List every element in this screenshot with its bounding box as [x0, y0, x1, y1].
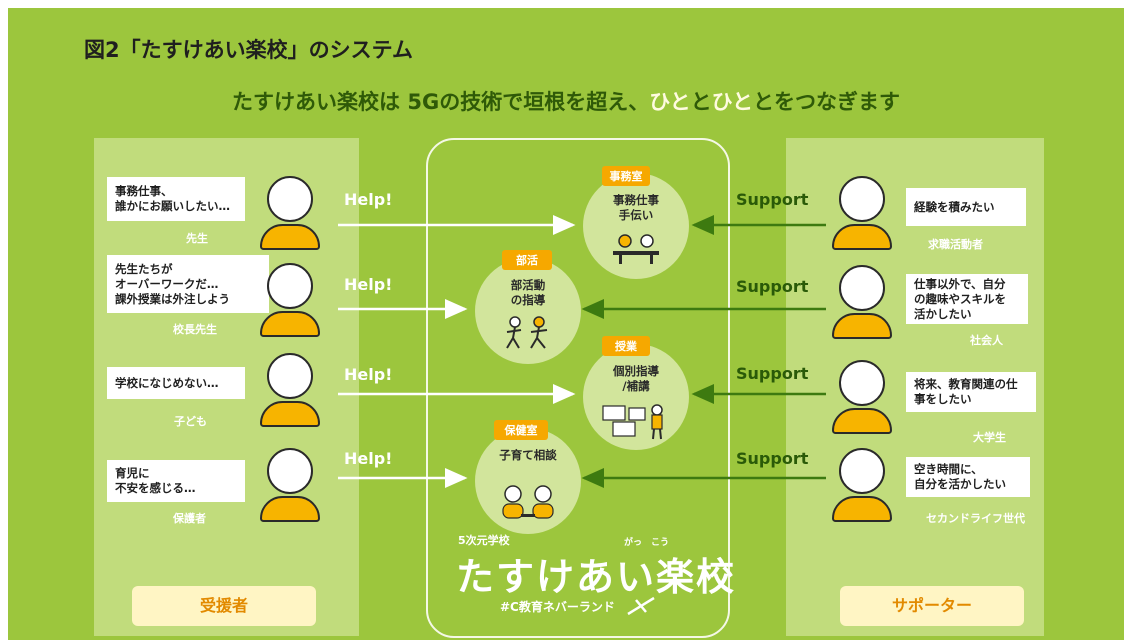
principal-figure-icon	[258, 263, 322, 339]
child-figure-icon	[258, 353, 322, 429]
senior-figure-icon	[830, 448, 894, 524]
service-circle-office: 事務仕事 手伝い	[583, 173, 689, 279]
job-seeker-figure-icon	[830, 176, 894, 252]
supporter-bubble-4: 空き時間に、 自分を活かしたい	[906, 457, 1030, 497]
desk-work-icon	[611, 231, 661, 265]
service-tag-office: 事務室	[602, 166, 650, 186]
recipient-bubble-3: 学校になじめない…	[107, 367, 245, 399]
arrows-layer	[338, 215, 826, 488]
supporter-role-2: 社会人	[970, 334, 1003, 347]
support-label-4: Support	[736, 449, 809, 468]
service-circle-club: 部活動 の指導	[475, 258, 581, 364]
service-text-office: 事務仕事 手伝い	[613, 193, 659, 222]
worker-figure-icon	[830, 265, 894, 341]
logo-subtitle: 5次元学校	[458, 534, 510, 547]
subtitle-highlight-2: ひと	[711, 90, 753, 114]
service-text-club: 部活動 の指導	[510, 278, 546, 307]
help-label-3: Help!	[344, 365, 393, 384]
support-label-3: Support	[736, 364, 809, 383]
help-label-1: Help!	[344, 190, 393, 209]
logo-ruby: がっ こう	[624, 538, 670, 548]
recipient-bubble-4: 育児に 不安を感じる…	[107, 460, 245, 502]
recipient-role-3: 子ども	[174, 415, 207, 428]
logo-title: たすけあい楽校	[456, 555, 737, 599]
teacher-figure-icon	[258, 176, 322, 252]
service-text-class: 個別指導 /補講	[613, 364, 659, 393]
recipient-role-1: 先生	[186, 232, 208, 245]
legend-supporters: サポーター	[840, 586, 1024, 626]
supporter-bubble-1: 経験を積みたい	[906, 188, 1026, 226]
counseling-figures-icon	[497, 484, 559, 522]
parent-figure-icon	[258, 448, 322, 524]
recipient-role-2: 校長先生	[173, 323, 217, 336]
running-figures-icon	[501, 316, 555, 350]
supporter-role-4: セカンドライフ世代	[926, 512, 1025, 525]
subtitle: たすけあい楽校は 5Gの技術で垣根を超え、ひととひととをつなぎます	[8, 86, 1124, 116]
recipient-bubble-2: 先生たちが オーバーワークだ… 課外授業は外注しよう	[107, 255, 269, 313]
subtitle-mid: と	[690, 90, 712, 114]
subtitle-part-2: とをつなぎます	[752, 90, 900, 114]
recipient-bubble-1: 事務仕事、 誰かにお願いしたい…	[107, 177, 245, 221]
recipient-role-4: 保護者	[173, 512, 206, 525]
figure-title: 図2「たすけあい楽校」のシステム	[84, 38, 413, 62]
help-label-4: Help!	[344, 449, 393, 468]
figure-canvas: 図2「たすけあい楽校」のシステム たすけあい楽校は 5Gの技術で垣根を超え、ひと…	[8, 8, 1124, 640]
legend-recipients: 受援者	[132, 586, 316, 626]
subtitle-highlight-1: ひと	[649, 90, 691, 114]
support-label-1: Support	[736, 190, 809, 209]
service-circle-class: 個別指導 /補講	[583, 344, 689, 450]
service-tag-health: 保健室	[494, 420, 548, 440]
service-tag-club: 部活	[502, 250, 552, 270]
service-text-health: 子育て相談	[499, 448, 557, 462]
supporter-bubble-3: 将来、教育関連の仕 事をしたい	[906, 372, 1036, 412]
airplane-icon	[626, 594, 656, 618]
help-label-2: Help!	[344, 275, 393, 294]
student-figure-icon	[830, 360, 894, 436]
supporter-bubble-2: 仕事以外で、自分 の趣味やスキルを 活かしたい	[906, 274, 1028, 324]
supporter-role-3: 大学生	[973, 431, 1006, 444]
subtitle-part-1: たすけあい楽校は 5Gの技術で垣根を超え、	[232, 90, 650, 114]
supporter-role-1: 求職活動者	[928, 238, 983, 251]
service-tag-class: 授業	[602, 336, 650, 356]
tutoring-screens-icon	[601, 402, 671, 440]
logo-hashtag: #C教育ネバーランド	[500, 600, 615, 614]
service-circle-health: 子育て相談	[475, 428, 581, 534]
support-label-2: Support	[736, 277, 809, 296]
